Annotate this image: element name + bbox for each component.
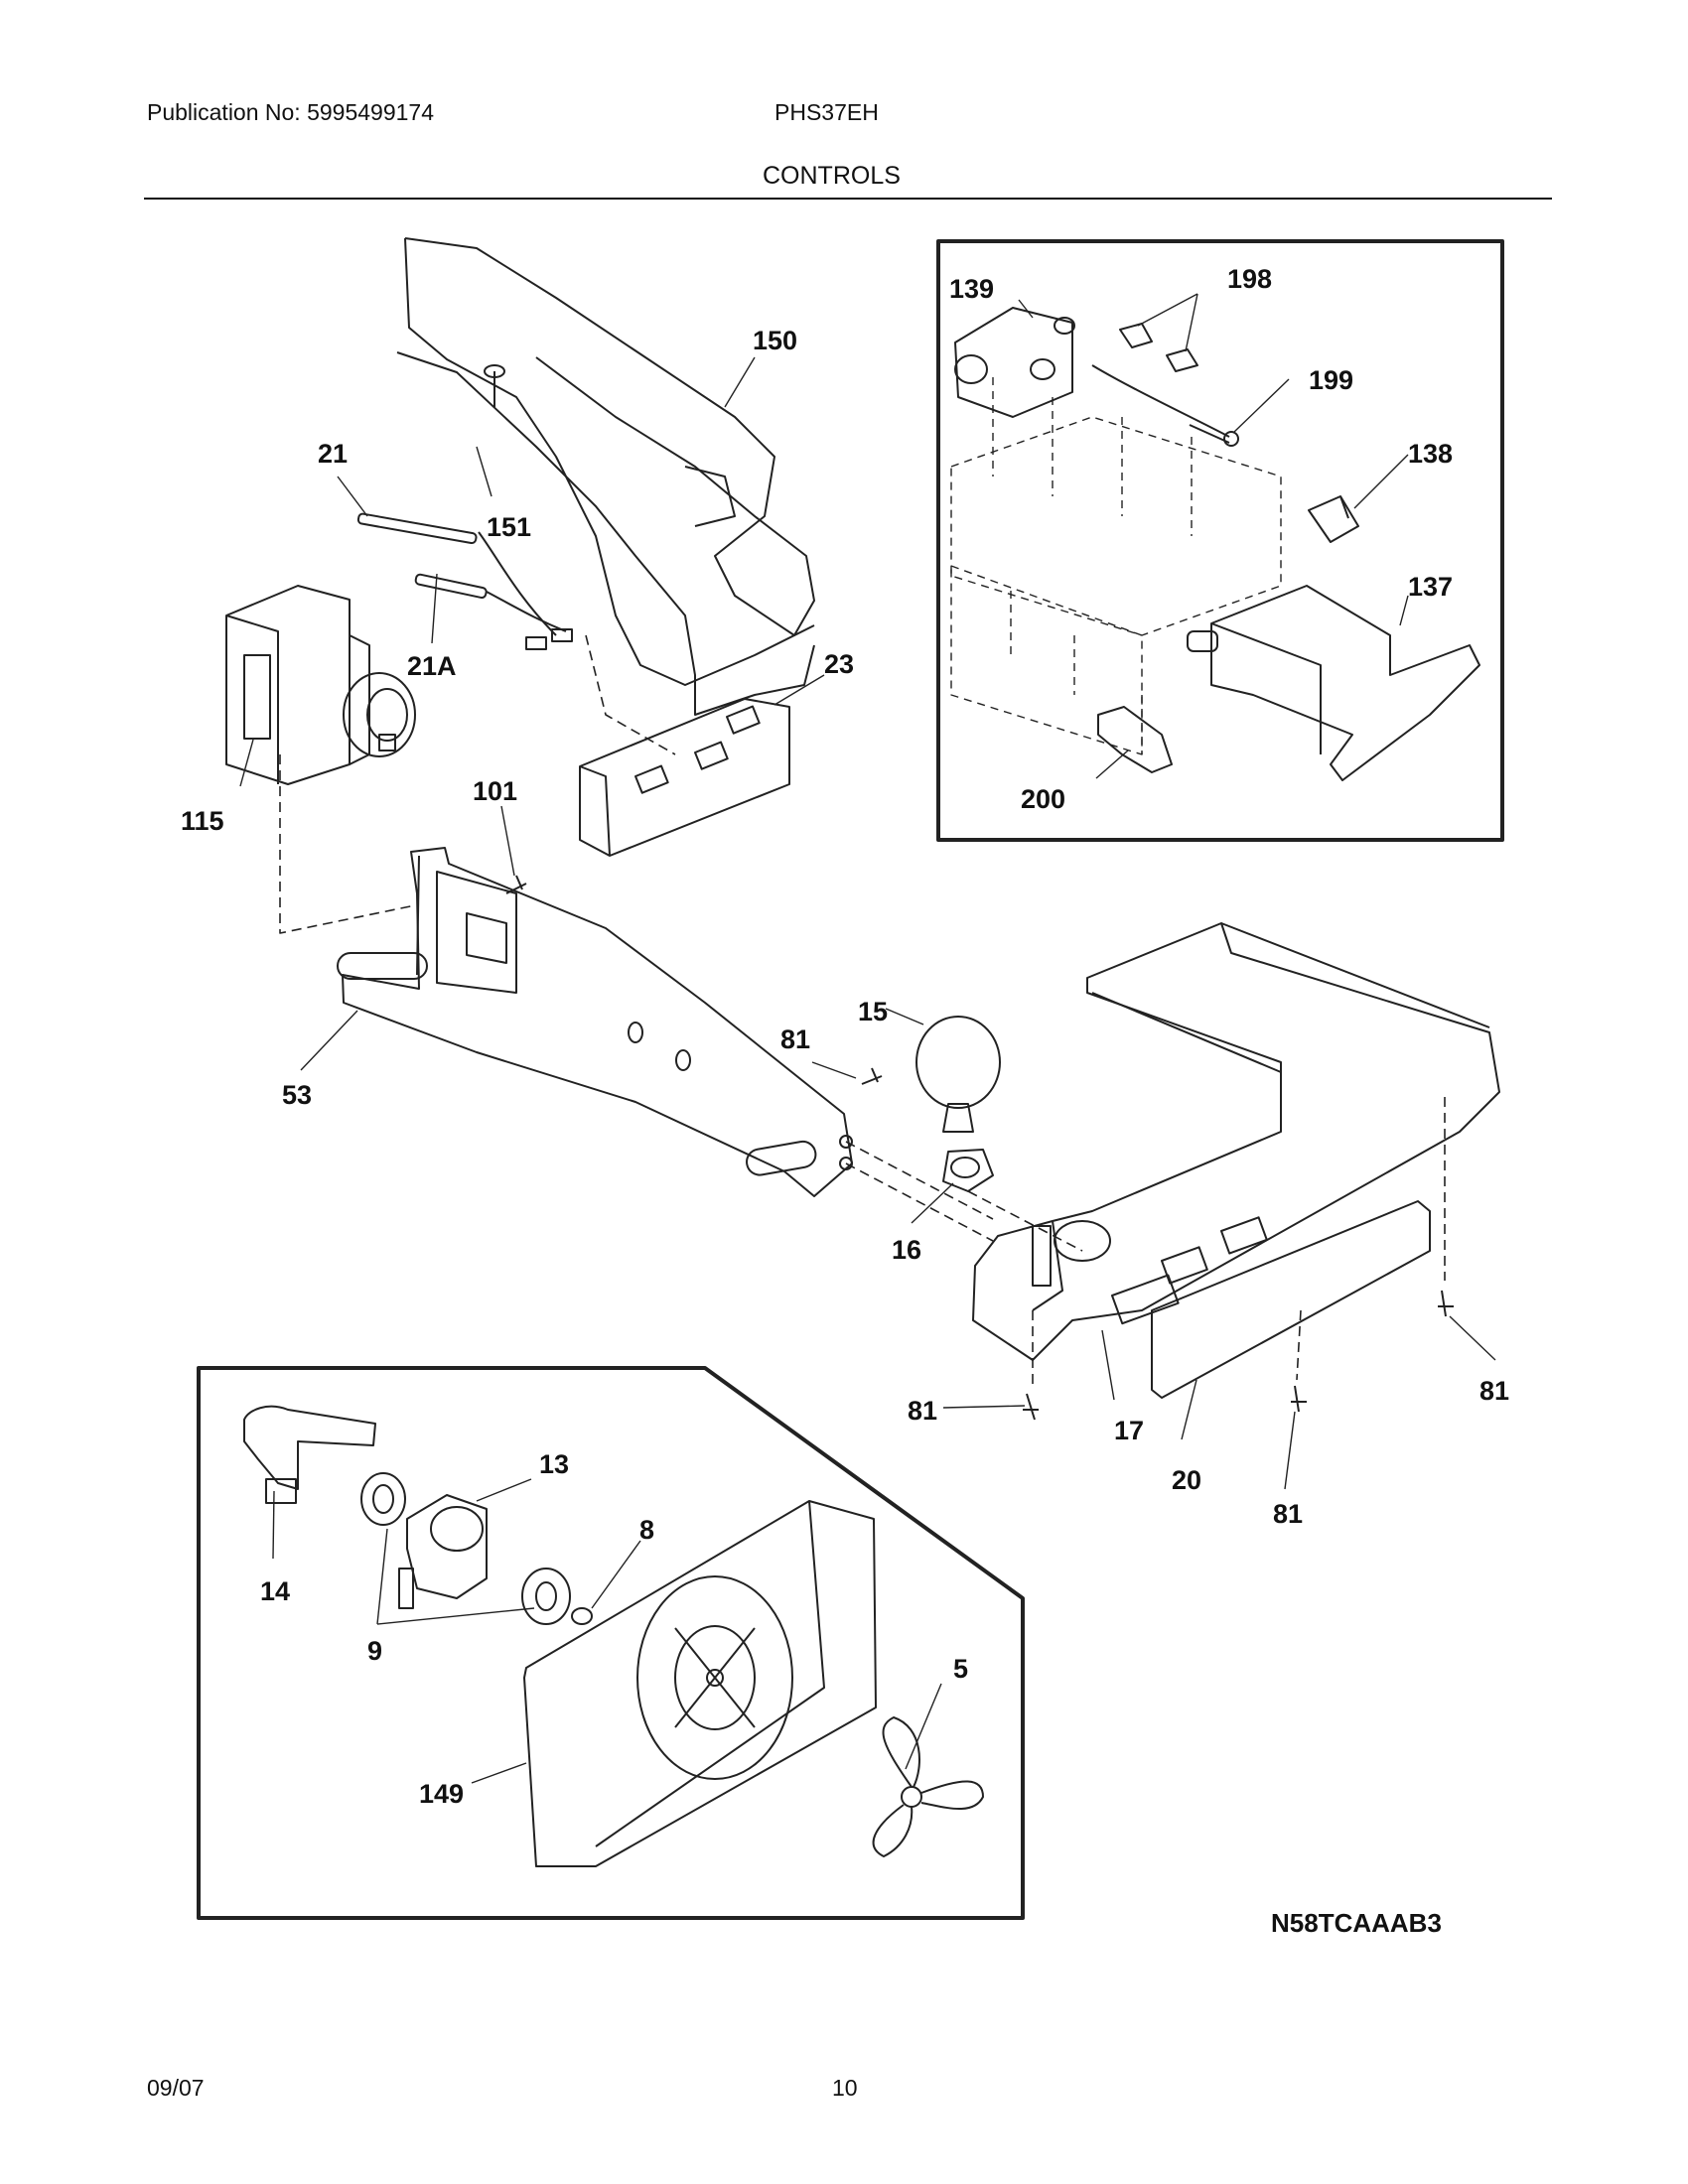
callout-21a: 21A bbox=[407, 651, 457, 681]
callout-81-housing: 81 bbox=[780, 1024, 810, 1054]
sensor-part bbox=[356, 512, 573, 650]
callout-101: 101 bbox=[473, 776, 517, 806]
callout-14: 14 bbox=[260, 1576, 290, 1606]
fan-motor-part bbox=[398, 1494, 488, 1609]
page-number: 10 bbox=[832, 2075, 858, 2101]
callout-21: 21 bbox=[318, 439, 348, 469]
motor-bracket-part bbox=[243, 1405, 376, 1504]
callout-198: 198 bbox=[1227, 264, 1272, 294]
callout-leaders bbox=[239, 293, 1496, 1784]
callout-199: 199 bbox=[1309, 365, 1353, 395]
air-duct-part bbox=[396, 237, 815, 716]
light-bulb-part bbox=[915, 1016, 1001, 1133]
heater-wire-part bbox=[1091, 323, 1239, 447]
callout-150: 150 bbox=[753, 326, 797, 355]
callout-149: 149 bbox=[419, 1779, 464, 1809]
callout-137: 137 bbox=[1408, 572, 1453, 602]
callout-5: 5 bbox=[953, 1654, 968, 1684]
callout-9: 9 bbox=[367, 1636, 382, 1666]
light-socket-part bbox=[942, 1149, 994, 1192]
actuator-part bbox=[1097, 706, 1173, 773]
fan-shroud-part bbox=[523, 1500, 877, 1867]
alignment-lines bbox=[279, 634, 1446, 1390]
section-title: CONTROLS bbox=[763, 162, 901, 190]
callout-81-right: 81 bbox=[1479, 1376, 1509, 1406]
paddle-housing-part bbox=[1187, 585, 1480, 781]
callout-8: 8 bbox=[639, 1515, 654, 1545]
publication-number: Publication No: 5995499174 bbox=[147, 99, 435, 125]
dispenser-frame-ghost bbox=[950, 377, 1282, 755]
solenoid-valve-part bbox=[954, 307, 1075, 418]
control-housing-part bbox=[972, 922, 1500, 1361]
callout-81-left: 81 bbox=[908, 1396, 937, 1426]
header-rule bbox=[144, 198, 1552, 200]
callout-15: 15 bbox=[858, 997, 888, 1026]
callout-20: 20 bbox=[1172, 1465, 1201, 1495]
footer-date: 09/07 bbox=[147, 2075, 205, 2101]
screw-part bbox=[505, 875, 1454, 1421]
control-board-part bbox=[579, 698, 790, 857]
callout-81-bottom: 81 bbox=[1273, 1499, 1303, 1529]
callout-53: 53 bbox=[282, 1080, 312, 1110]
callout-115: 115 bbox=[181, 806, 224, 836]
damper-part bbox=[225, 585, 416, 785]
callout-13: 13 bbox=[539, 1449, 569, 1479]
diagram-code: N58TCAAAB3 bbox=[1271, 1908, 1442, 1938]
callout-139: 139 bbox=[949, 274, 994, 304]
model-number: PHS37EH bbox=[774, 99, 879, 125]
callout-16: 16 bbox=[892, 1235, 921, 1265]
overlay-strip-part bbox=[1151, 1200, 1431, 1399]
washer-part bbox=[571, 1607, 593, 1625]
callout-151: 151 bbox=[487, 512, 531, 542]
callout-138: 138 bbox=[1408, 439, 1453, 469]
inset-box-fan bbox=[197, 1366, 1025, 1920]
callout-200: 200 bbox=[1021, 784, 1065, 814]
callout-23: 23 bbox=[824, 649, 854, 679]
bracket-part bbox=[1308, 495, 1359, 543]
inset-box-dispenser bbox=[936, 239, 1504, 842]
fan-blade-part bbox=[872, 1716, 984, 1857]
housing-part bbox=[337, 847, 853, 1197]
motor-grommet-part bbox=[360, 1472, 571, 1625]
callout-17: 17 bbox=[1114, 1416, 1144, 1445]
